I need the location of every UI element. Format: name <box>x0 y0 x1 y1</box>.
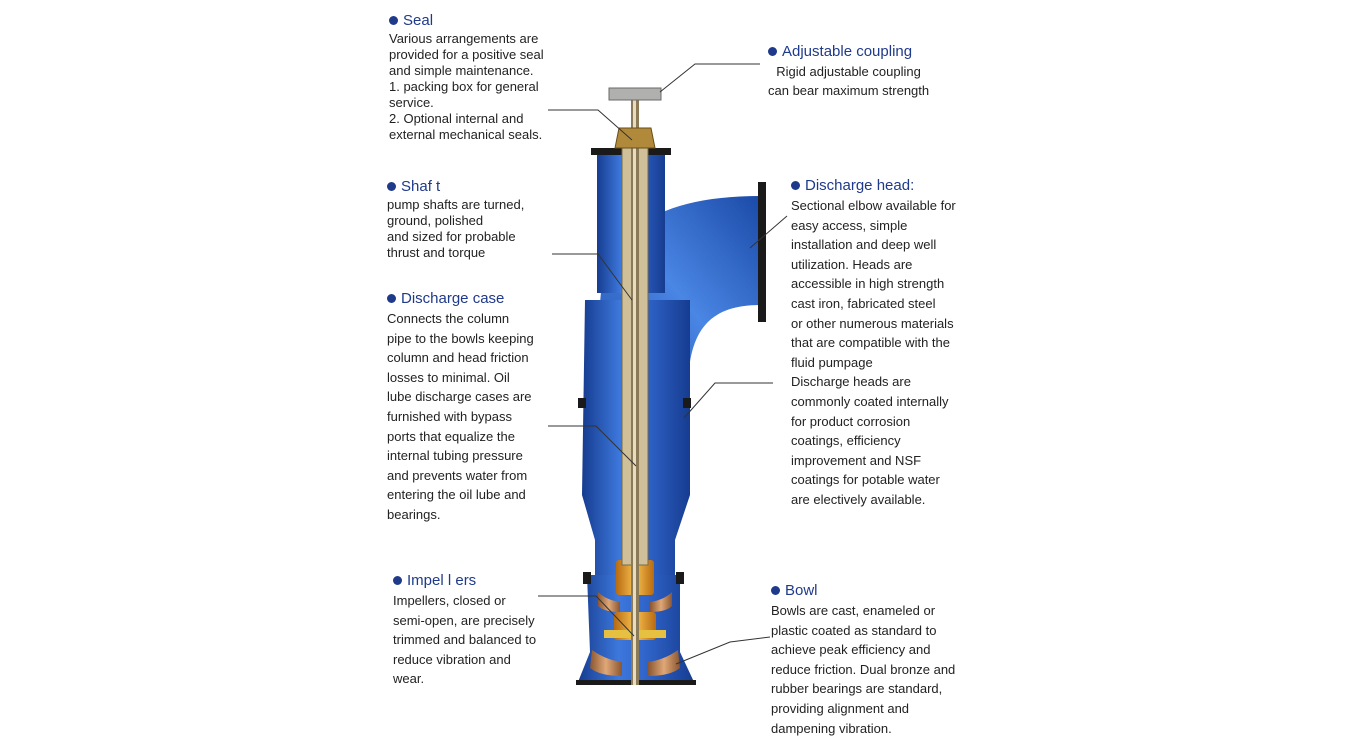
callout-discharge-case: Discharge case Connects the column pipe … <box>387 290 534 525</box>
callout-impellers: Impel l ers Impellers, closed or semi-op… <box>393 572 536 689</box>
callout-shaft-title: Shaf t <box>387 178 524 195</box>
bowl-vane-left-upper <box>598 592 620 612</box>
leader-line-discharge-head-2 <box>683 382 773 419</box>
bullet-dot-icon <box>387 294 396 303</box>
callout-discharge-head-title: Discharge head: <box>791 177 956 194</box>
line-shaft-core <box>633 100 636 685</box>
leader-line-discharge-head <box>749 215 788 249</box>
callout-seal-title: Seal <box>389 12 544 29</box>
bullet-dot-icon <box>791 181 800 190</box>
callout-impellers-title: Impel l ers <box>393 572 536 589</box>
callout-impellers-body: Impellers, closed or semi-open, are prec… <box>393 593 537 687</box>
bullet-dot-icon <box>768 47 777 56</box>
callout-discharge-case-body: Connects the column pipe to the bowls ke… <box>387 311 534 522</box>
bullet-dot-icon <box>387 182 396 191</box>
callout-bowl-title: Bowl <box>771 582 955 599</box>
bowl-flange-right <box>676 572 684 584</box>
callout-discharge-head-body: Sectional elbow available for easy acces… <box>791 198 956 507</box>
bullet-dot-icon <box>389 16 398 25</box>
callout-coupling-title: Adjustable coupling <box>768 43 929 60</box>
bullet-dot-icon <box>393 576 402 585</box>
leader-line-seal <box>548 109 633 141</box>
callout-bowl-body: Bowls are cast, enameled or plastic coat… <box>771 603 956 736</box>
mid-flange-right <box>683 398 691 408</box>
callout-shaft-body: pump shafts are turned, ground, polished… <box>387 197 525 260</box>
leader-line-impellers <box>538 595 635 637</box>
leader-line-coupling <box>659 63 760 93</box>
leader-line-discharge-case <box>548 425 637 467</box>
bowl-flange-left <box>583 572 591 584</box>
callout-adjustable-coupling: Adjustable coupling Rigid adjustable cou… <box>768 43 929 100</box>
callout-seal-body: Various arrangements are provided for a … <box>389 31 544 142</box>
callout-shaft: Shaf t pump shafts are turned, ground, p… <box>387 178 524 261</box>
callout-discharge-head: Discharge head: Sectional elbow availabl… <box>791 177 956 510</box>
leader-line-bowl <box>675 636 771 665</box>
callout-seal: Seal Various arrangements are provided f… <box>389 12 544 143</box>
callout-discharge-case-title: Discharge case <box>387 290 534 307</box>
callout-coupling-body: Rigid adjustable coupling can bear maxim… <box>768 64 930 98</box>
callout-bowl: Bowl Bowls are cast, enameled or plastic… <box>771 582 955 738</box>
leader-line-shaft <box>552 253 633 301</box>
mid-flange-left <box>578 398 586 408</box>
bowl-vane-left-lower <box>590 650 622 676</box>
adjustable-coupling <box>608 87 662 101</box>
bullet-dot-icon <box>771 586 780 595</box>
elbow-outlet-flange <box>758 182 766 322</box>
bowl-vane-right-upper <box>650 592 672 612</box>
bowl-vane-right-lower <box>648 650 680 676</box>
seal-packing-box <box>614 127 656 149</box>
